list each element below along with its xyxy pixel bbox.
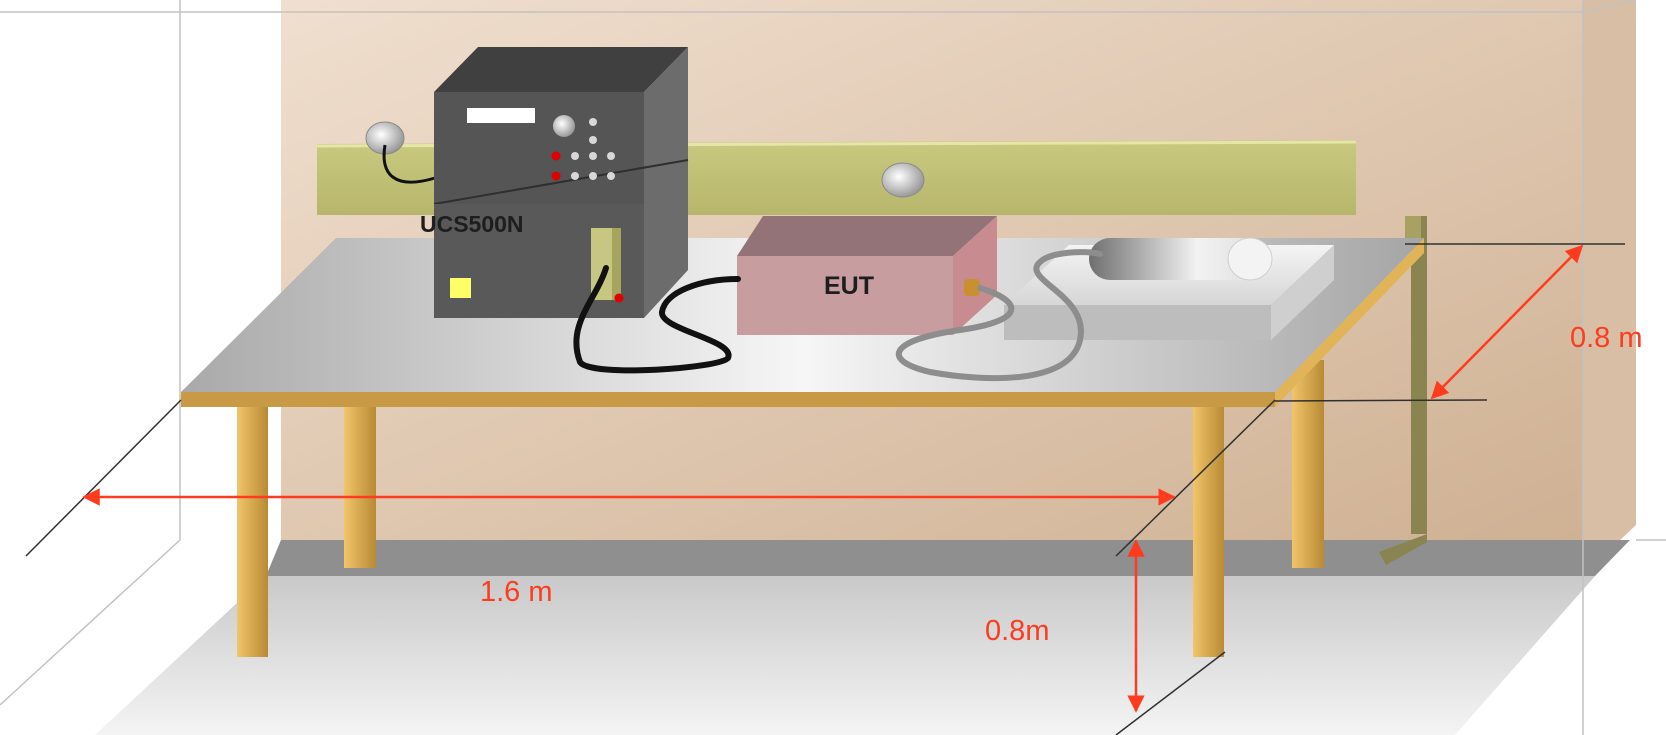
coupling-plate-side (1271, 245, 1334, 340)
generator-display (467, 108, 535, 123)
dimension-arrow-depth (1430, 244, 1584, 400)
table-depth-label: 0.8 m (1570, 322, 1643, 354)
generator-output-led (614, 293, 624, 303)
floor (95, 576, 1595, 735)
table-length-label: 1.6 m (480, 576, 553, 608)
table-top-side-edge (1275, 238, 1424, 407)
yellow-indicator (450, 278, 471, 298)
generator-knob (553, 115, 575, 137)
coupling-clamp-cylinder-end (1227, 237, 1273, 281)
generator-label: UCS500N (420, 211, 524, 237)
coupling-plate-front (1004, 305, 1271, 340)
vertical-ground-post (1411, 216, 1427, 534)
eut-cable-gray (895, 249, 1103, 382)
table-leg-back-left (344, 400, 376, 568)
generator-side-face (644, 47, 688, 318)
generator-led-top (551, 151, 561, 161)
generator-led-bottom (551, 171, 561, 181)
generator-upper-front (434, 92, 644, 204)
ground-post-foot (1379, 534, 1427, 565)
eut-front-face (737, 256, 953, 335)
generator-unit-divider (433, 159, 689, 205)
coupling-clamp-cylinder (1089, 238, 1269, 280)
bar-connector-center (881, 162, 925, 198)
table-height-label: 0.8m (985, 615, 1049, 647)
ground-cable (382, 144, 436, 184)
eut-connector (964, 279, 980, 296)
floor-ground-plane-back (266, 540, 1630, 576)
ground-post-clip (1405, 216, 1421, 242)
generator-top-face (434, 47, 688, 92)
eut-side-face (953, 216, 997, 335)
eut-label: EUT (824, 272, 874, 300)
table-leg-back-right (1292, 360, 1324, 568)
generator-buttons (571, 118, 615, 180)
eut-box: EUT (737, 216, 997, 335)
ucs500n-generator: UCS500N (420, 47, 689, 318)
table-leg-front-left (237, 407, 268, 657)
eut-top-face (737, 216, 997, 256)
dimension-guides (25, 243, 1625, 735)
right-wall (1583, 0, 1636, 575)
generator-output-connector-side (612, 228, 621, 300)
surge-cable-black (573, 265, 741, 374)
table-top-front-edge (181, 392, 1275, 407)
table-leg-front-right (1193, 407, 1224, 657)
